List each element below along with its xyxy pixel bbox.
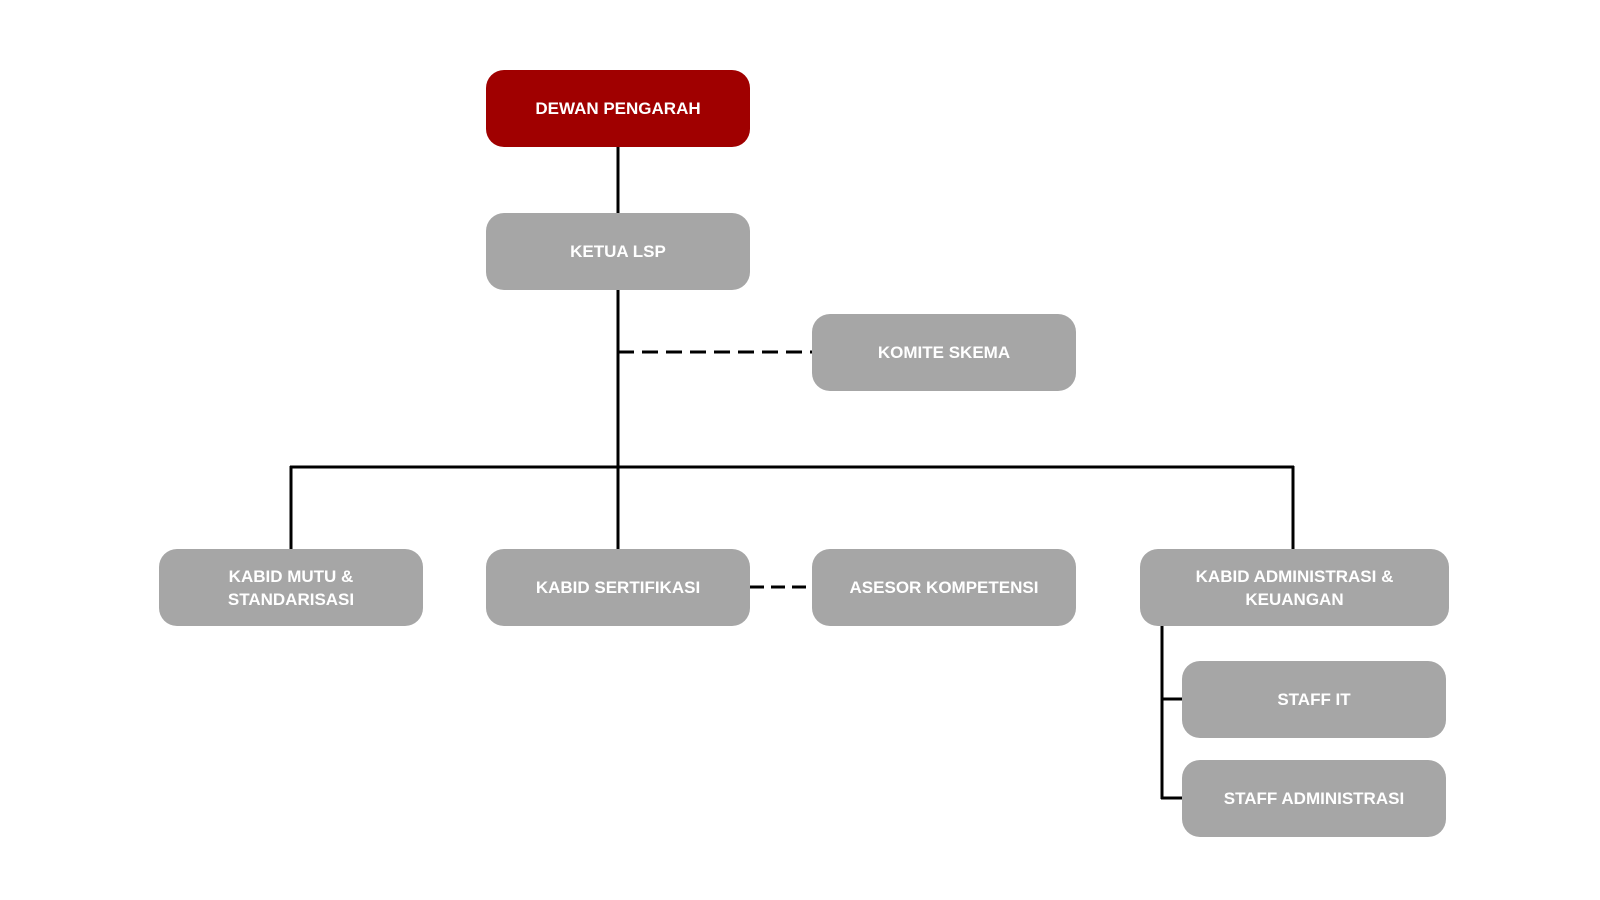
node-ketua-lsp-label: KETUA LSP (570, 242, 666, 261)
node-kabid-sertifikasi: KABID SERTIFIKASI (486, 549, 750, 626)
node-komite-skema-label: KOMITE SKEMA (877, 343, 1011, 362)
node-asesor-kompetensi: ASESOR KOMPETENSI (812, 549, 1076, 626)
node-dewan-pengarah-label: DEWAN PENGARAH (535, 99, 701, 118)
node-kabid-administrasi: KABID ADMINISTRASI & KEUANGAN (1140, 549, 1449, 626)
node-staff-administrasi: STAFF ADMINISTRASI (1182, 760, 1446, 837)
node-asesor-kompetensi-label: ASESOR KOMPETENSI (849, 578, 1039, 597)
node-staff-it-label: STAFF IT (1277, 690, 1351, 709)
node-ketua-lsp: KETUA LSP (486, 213, 750, 290)
node-kabid-mutu: KABID MUTU & STANDARISASI (159, 549, 423, 626)
node-kabid-sertifikasi-label: KABID SERTIFIKASI (535, 578, 701, 597)
node-staff-it: STAFF IT (1182, 661, 1446, 738)
node-kabid-mutu-label: KABID MUTU & STANDARISASI (227, 566, 355, 609)
node-dewan-pengarah: DEWAN PENGARAH (486, 70, 750, 147)
node-komite-skema: KOMITE SKEMA (812, 314, 1076, 391)
node-kabid-administrasi-label: KABID ADMINISTRASI & KEUANGAN (1195, 566, 1394, 609)
node-staff-administrasi-label: STAFF ADMINISTRASI (1223, 789, 1405, 808)
